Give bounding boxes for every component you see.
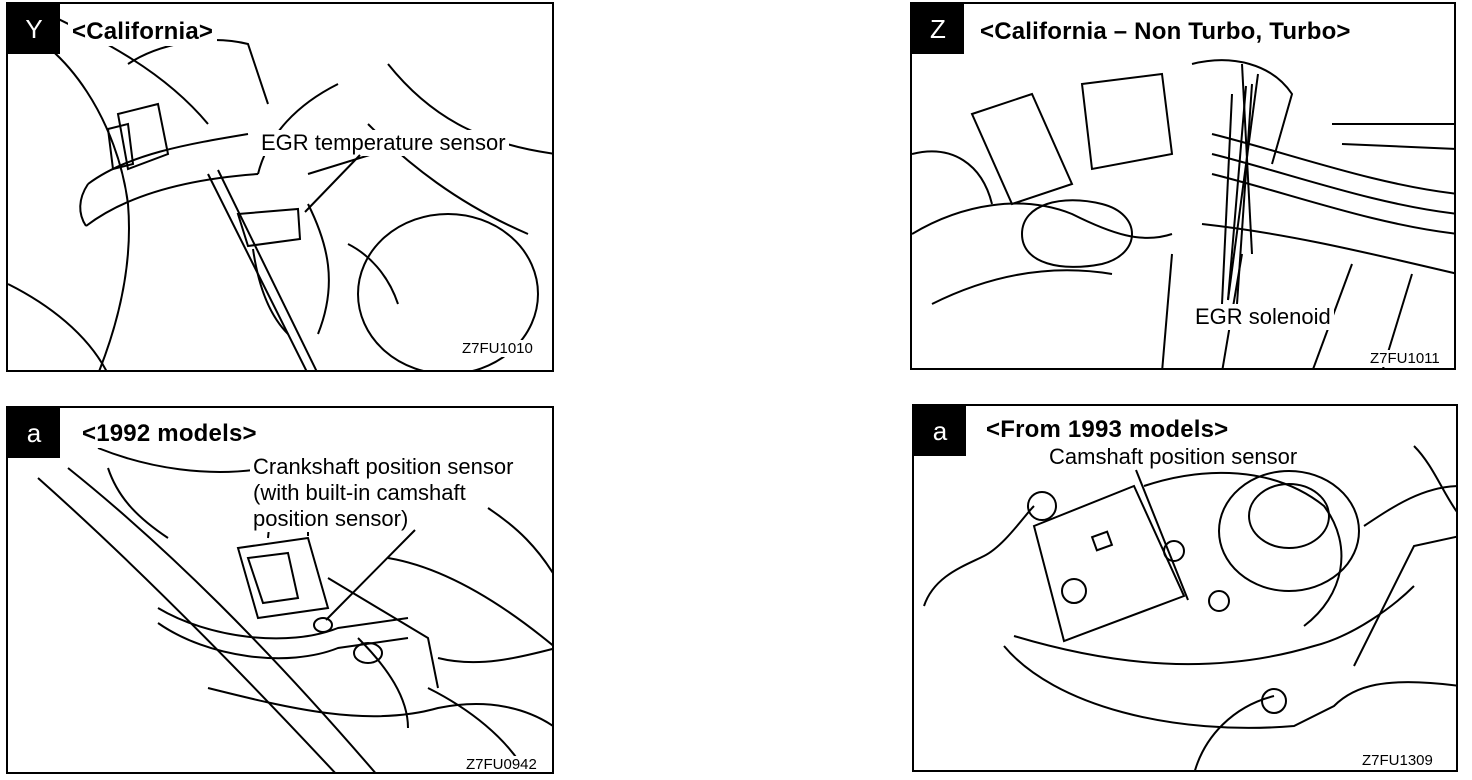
figure-code: Z7FU1309 (1360, 752, 1435, 769)
engine-illustration (8, 4, 552, 370)
diagram-panel-egr-temperature-sensor: Y <California> EGR temperature sensor Z7… (6, 2, 554, 372)
callout-label: Camshaft position sensor (1046, 444, 1301, 470)
figure-code: Z7FU1010 (460, 340, 535, 357)
engine-illustration (923, 445, 1456, 770)
callout-label: EGR solenoid (1192, 304, 1334, 330)
diagram-panel-egr-solenoid: Z <California – Non Turbo, Turbo> EGR so… (910, 2, 1456, 370)
panel-badge: Z (912, 4, 964, 54)
figure-code: Z7FU0942 (464, 756, 539, 773)
callout-label: position sensor) (250, 506, 412, 532)
callout-label: Crankshaft position sensor (250, 454, 517, 480)
diagram-panel-crankshaft-position-sensor: a <1992 models> Crankshaft position sens… (6, 406, 554, 774)
panel-badge: a (8, 408, 60, 458)
panel-badge: Y (8, 4, 60, 54)
callout-label: (with built-in camshaft (250, 480, 469, 506)
panel-badge: a (914, 406, 966, 456)
panel-title: <1992 models> (78, 420, 261, 448)
engine-illustration (912, 59, 1454, 368)
panel-title: <California> (68, 18, 218, 46)
figure-code: Z7FU1011 (1368, 350, 1442, 367)
panel-title: <California – Non Turbo, Turbo> (976, 18, 1355, 46)
panel-title: <From 1993 models> (982, 416, 1233, 444)
diagram-panel-camshaft-position-sensor: a <From 1993 models> Camshaft position s… (912, 404, 1458, 772)
callout-label: EGR temperature sensor (258, 130, 509, 156)
